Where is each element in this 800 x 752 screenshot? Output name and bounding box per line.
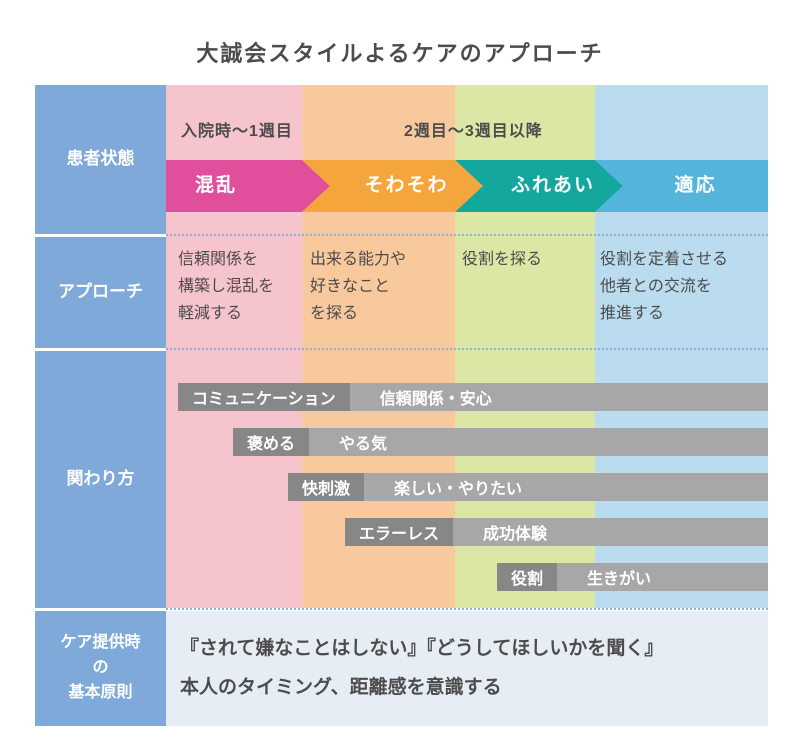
stage-arrow-4 xyxy=(595,160,768,212)
stage-arrow-1 xyxy=(166,160,330,212)
bar-value: 楽しい・やりたい xyxy=(364,473,768,501)
bar-label: 褒める xyxy=(233,428,310,456)
involvement-bar-errorless: エラーレス 成功体験 xyxy=(345,518,768,546)
bar-label: 快刺激 xyxy=(288,473,365,501)
care-principles-box: 『されて嫌なことはしない』『どうしてほしいかを聞く』 本人のタイミング、距離感を… xyxy=(166,611,768,726)
sidebar-label-principles: ケア提供時 の 基本原則 xyxy=(60,634,141,701)
page-title: 大誠会スタイルよるケアのアプローチ xyxy=(196,41,604,66)
timeline-phase-1: 入院時〜1週目 xyxy=(181,123,293,140)
involvement-bar-pleasant-stimulus: 快刺激 楽しい・やりたい xyxy=(288,473,768,501)
approach-text-4: 役割を定着させる 他者との交流を 推進する xyxy=(600,251,729,322)
sidebar-label-approach: アプローチ xyxy=(58,282,143,302)
sidebar-row-approach: アプローチ xyxy=(35,237,166,348)
principle-line-1: 『されて嫌なことはしない』『どうしてほしいかを聞く』 xyxy=(180,638,664,659)
stage-label-4: 適応 xyxy=(674,175,717,196)
stage-label-3: ふれあい xyxy=(510,175,595,196)
sidebar-label-involvement: 関わり方 xyxy=(66,469,135,489)
sidebar-label-patient-state: 患者状態 xyxy=(66,149,135,169)
principle-line-2: 本人のタイミング、距離感を意識する xyxy=(180,677,502,698)
sidebar-row-principles: ケア提供時 の 基本原則 xyxy=(35,611,166,726)
approach-text-1: 信頼関係を 構築し混乱を 軽減する xyxy=(178,251,275,322)
bar-label: 役割 xyxy=(497,563,558,591)
bar-value: 成功体験 xyxy=(453,518,768,546)
stage-arrows xyxy=(166,160,768,212)
bar-label: エラーレス xyxy=(345,518,454,546)
bar-label: コミュニケーション xyxy=(178,383,350,411)
stage-arrow-2 xyxy=(302,160,483,212)
row-separator-2 xyxy=(166,348,768,350)
involvement-bar-role: 役割 生きがい xyxy=(497,563,768,591)
involvement-bar-praise: 褒める やる気 xyxy=(233,428,768,456)
approach-text-2: 出来る能力や 好きなこと を探る xyxy=(310,251,407,322)
stage-arrow-3 xyxy=(455,160,623,212)
bar-value: 生きがい xyxy=(557,563,768,591)
involvement-bar-communication: コミュニケーション 信頼関係・安心 xyxy=(178,383,768,411)
sidebar-row-patient-state: 患者状態 xyxy=(35,85,166,234)
bar-value: 信頼関係・安心 xyxy=(349,383,768,411)
bar-value: やる気 xyxy=(309,428,768,456)
row-separator-3 xyxy=(166,608,768,610)
timeline-phase-2: 2週目〜3週目以降 xyxy=(404,123,543,140)
approach-text-3: 役割を探る xyxy=(462,251,543,268)
stage-label-2: そわそわ xyxy=(364,175,449,196)
row-separator-1 xyxy=(166,234,768,236)
sidebar-row-involvement: 関わり方 xyxy=(35,351,166,608)
stage-label-1: 混乱 xyxy=(194,175,237,196)
